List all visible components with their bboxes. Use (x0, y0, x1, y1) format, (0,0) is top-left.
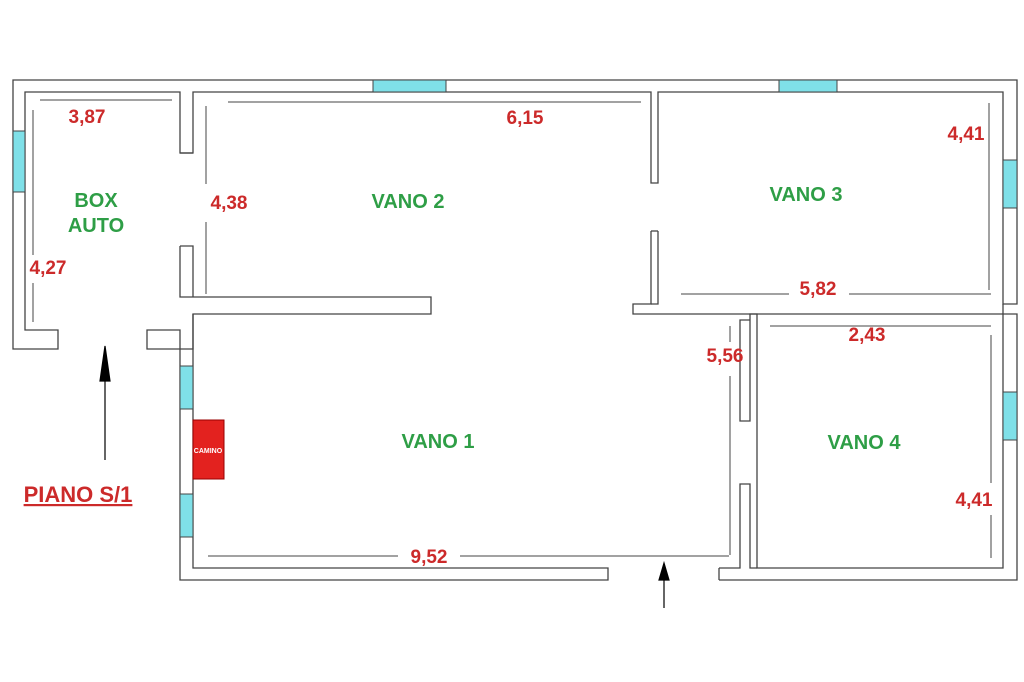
windows (12, 79, 1018, 538)
dim-vano2-depth: 4,38 (211, 193, 248, 214)
dimension-lines (32, 99, 992, 558)
dim-vano4-depth: 4,41 (956, 490, 993, 511)
arrow-box-auto-head (99, 345, 111, 382)
window-box-left (12, 130, 26, 193)
lower-outer-wall (179, 314, 609, 581)
room-label-vano3: VANO 3 (770, 184, 843, 206)
room-label-box-auto-1: BOX (74, 190, 118, 212)
room-label-box-auto-2: AUTO (68, 215, 124, 237)
room-label-vano1: VANO 1 (402, 431, 475, 453)
room-labels: BOX AUTO VANO 2 VANO 3 VANO 1 VANO 4 (68, 184, 902, 454)
window-vano1-left-1 (179, 365, 194, 410)
box-auto-wall-mid (180, 245, 194, 297)
walls (12, 79, 1018, 581)
window-vano3-top (778, 79, 838, 93)
dim-vano4-width: 2,43 (849, 325, 886, 346)
dim-vano3-width: 5,82 (800, 279, 837, 300)
window-vano2-top (372, 79, 447, 93)
lower-right-wall-2 (719, 483, 757, 569)
plan-title: PIANO S/1 (24, 482, 133, 507)
dim-vano1-width: 9,52 (411, 547, 448, 568)
dimension-labels: 3,87 4,27 4,38 6,15 4,41 5,82 2,43 4,41 … (30, 107, 993, 568)
entrance-arrows (99, 345, 670, 608)
dim-box-depth: 4,27 (30, 258, 67, 279)
dim-vano1-depth: 5,56 (707, 346, 744, 367)
room-label-vano4: VANO 4 (828, 432, 902, 454)
arrow-vano1-head (658, 560, 670, 581)
dim-vano3-depth: 4,41 (948, 124, 985, 145)
window-vano3-right (1002, 159, 1018, 209)
fireplace-box (192, 419, 225, 480)
vano3-lower-wall-inner (651, 231, 659, 305)
vano3-lower-wall (632, 231, 1004, 315)
window-vano4-right (1002, 391, 1018, 441)
window-vano1-left-2 (179, 493, 194, 538)
box-auto-wall-lower (146, 246, 432, 350)
fireplace: CAMINO (192, 419, 225, 480)
lower-right-wall (719, 313, 1018, 581)
room-label-vano2: VANO 2 (372, 191, 445, 213)
fireplace-label: CAMINO (194, 448, 223, 455)
dim-vano2-width: 6,15 (507, 108, 544, 129)
dim-box-width: 3,87 (69, 107, 106, 128)
